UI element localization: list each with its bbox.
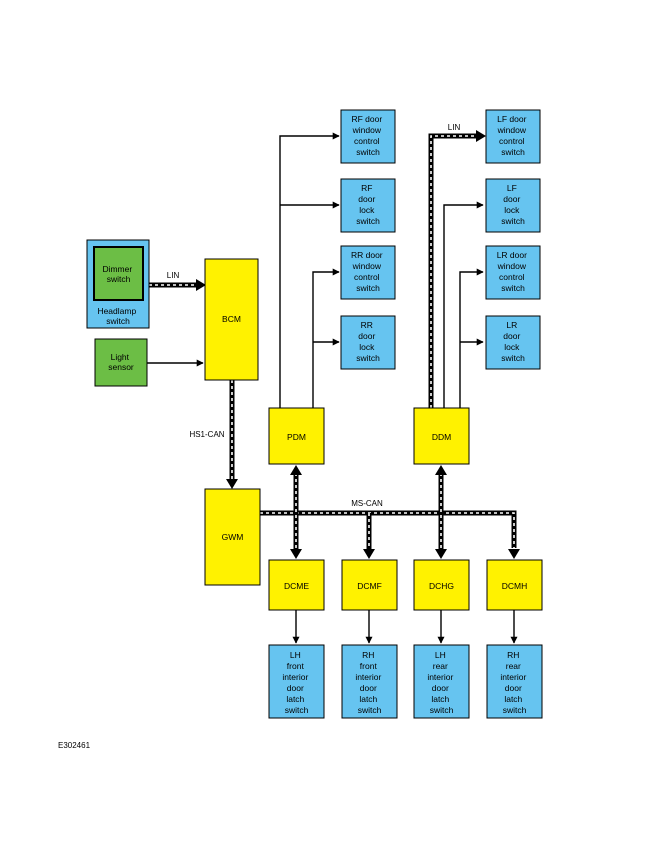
dimmer-switch-label: Dimmer switch xyxy=(102,264,134,284)
light-sensor-label: Light sensor xyxy=(108,352,134,372)
rr-lock-switch-box: RR door lock switch xyxy=(340,315,396,370)
lin-label-left: LIN xyxy=(167,271,180,280)
figure-id: E302461 xyxy=(58,741,91,750)
svg-text:BCM: BCM xyxy=(222,314,241,324)
svg-text:LH front interior: LH front interior door latch switch xyxy=(282,650,310,715)
dcmh-module: DCMH xyxy=(486,559,543,611)
rr-window-switch-box: RR door window control switch xyxy=(340,245,396,300)
ms-can-label: MS-CAN xyxy=(351,499,383,508)
svg-text:DDM: DDM xyxy=(432,432,451,442)
rf-lock-switch-box: RF door lock switch xyxy=(340,178,396,233)
svg-text:RR door window con: RR door window control switch xyxy=(351,250,385,293)
svg-text:DCMF: DCMF xyxy=(357,581,382,591)
svg-text:RF door window con: RF door window control switch xyxy=(351,114,384,157)
dimmer-switch-box: Dimmer switch xyxy=(93,246,144,301)
bcm-module: BCM xyxy=(204,258,259,381)
ddm-module: DDM xyxy=(413,407,470,465)
svg-text:LF door window con: LF door window control switch xyxy=(497,114,529,157)
svg-text:RR door lock: RR door lock switch xyxy=(356,320,380,363)
svg-text:DCME: DCME xyxy=(284,581,309,591)
lf-lock-switch-box: LF door lock switch xyxy=(485,178,541,233)
signal-wires xyxy=(147,132,518,644)
lh-front-latch-switch-box: LH front interior door latch switch xyxy=(268,644,325,719)
lf-window-switch-box: LF door window control switch xyxy=(485,109,541,164)
svg-text:RH front interior: RH front interior door latch switch xyxy=(355,650,383,715)
headlamp-switch-label: Headlamp switch xyxy=(97,306,138,326)
svg-text:RH rear interior: RH rear interior door latch switch xyxy=(500,650,528,715)
pdm-module: PDM xyxy=(268,407,325,465)
hs1-can-label: HS1-CAN xyxy=(189,430,224,439)
svg-text:RF door lock: RF door lock switch xyxy=(356,183,380,226)
bus-lines xyxy=(149,133,517,549)
dchg-module: DCHG xyxy=(413,559,470,611)
gwm-module: GWM xyxy=(204,488,261,586)
svg-text:LR door window con: LR door window control switch xyxy=(497,250,530,293)
svg-text:DCMH: DCMH xyxy=(502,581,528,591)
lr-window-switch-box: LR door window control switch xyxy=(485,245,541,300)
lin-label-right: LIN xyxy=(448,123,461,132)
svg-text:PDM: PDM xyxy=(287,432,306,442)
svg-text:LH rear interior: LH rear interior door latch switch xyxy=(427,650,455,715)
bus-arrowheads xyxy=(196,130,520,559)
lh-rear-latch-switch-box: LH rear interior door latch switch xyxy=(413,644,470,719)
svg-text:DCHG: DCHG xyxy=(429,581,454,591)
rh-front-latch-switch-box: RH front interior door latch switch xyxy=(341,644,398,719)
light-sensor-box: Light sensor xyxy=(94,338,148,387)
svg-text:GWM: GWM xyxy=(222,532,244,542)
dcmf-module: DCMF xyxy=(341,559,398,611)
rf-window-switch-box: RF door window control switch xyxy=(340,109,396,164)
svg-text:LR door lock: LR door lock switch xyxy=(501,320,525,363)
dcme-module: DCME xyxy=(268,559,325,611)
rh-rear-latch-switch-box: RH rear interior door latch switch xyxy=(486,644,543,719)
lr-lock-switch-box: LR door lock switch xyxy=(485,315,541,370)
svg-text:LF door lock: LF door lock switch xyxy=(501,183,525,226)
